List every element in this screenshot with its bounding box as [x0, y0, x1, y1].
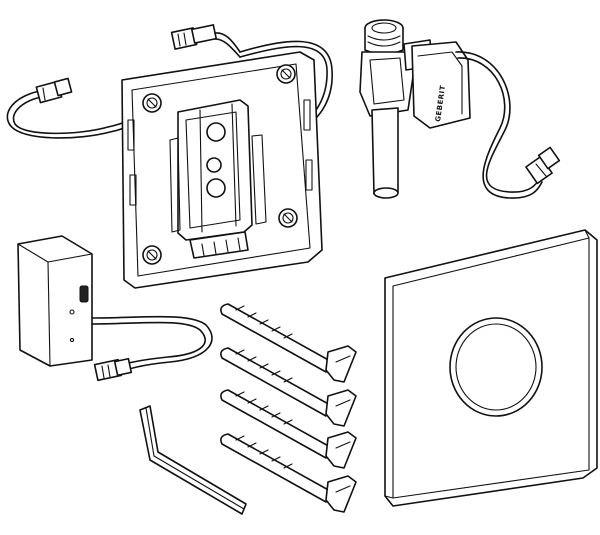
box-cable-connector [93, 357, 133, 382]
flush-button[interactable] [449, 317, 543, 417]
frame-bottom-clip [189, 231, 249, 259]
valve-outlet-tube [371, 107, 399, 198]
fixing-screw [220, 433, 357, 513]
fixing-screw [220, 347, 357, 427]
cover-plate [384, 229, 598, 507]
hex-key [139, 405, 247, 515]
frame-screw [278, 208, 298, 228]
frame-cable-upper [239, 40, 333, 126]
frame-screw [142, 245, 162, 265]
mounting-frame [6, 24, 333, 289]
solenoid-coil [411, 41, 471, 129]
frame-top-connector [170, 24, 241, 58]
solenoid-valve: GEBERIT [359, 19, 561, 199]
power-supply-box [17, 235, 213, 382]
valve-cable-connector [525, 146, 561, 185]
frame-screw [276, 64, 296, 84]
fixing-screw [220, 303, 357, 383]
fixing-screws [220, 303, 357, 513]
frame-screw [142, 93, 162, 113]
fixing-screw [220, 389, 357, 469]
